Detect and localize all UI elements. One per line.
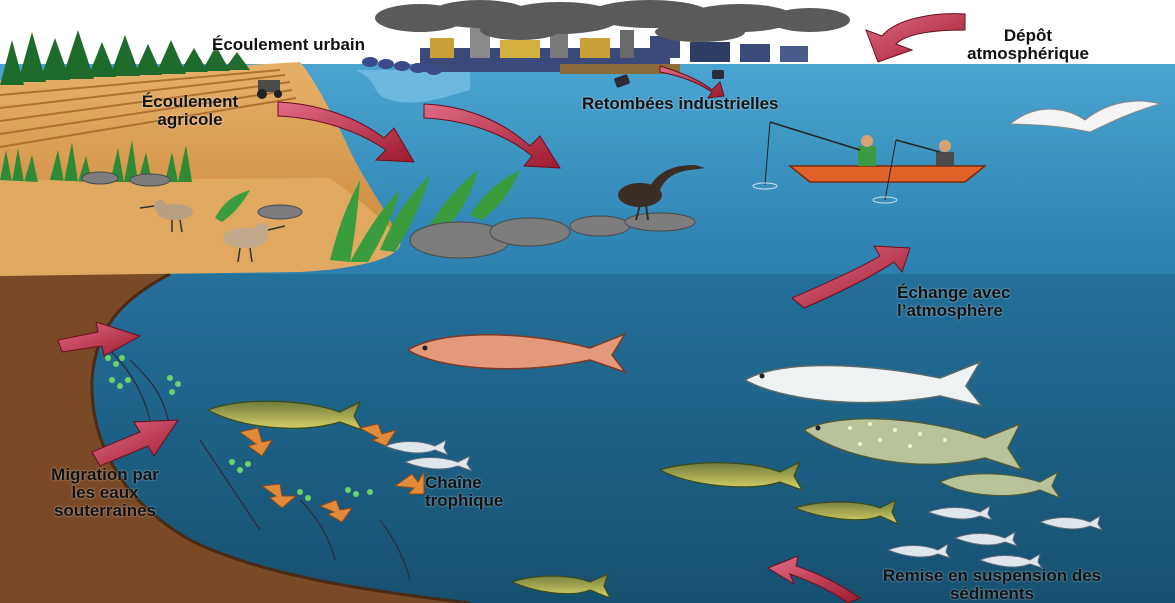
label-agricultural-runoff-text: Écoulement agricole — [135, 93, 245, 129]
label-agricultural-runoff: Écoulement agricole — [110, 93, 270, 129]
label-food-chain-text: Chaîne trophique — [425, 474, 505, 510]
label-groundwater-migration-text: Migration par les eaux souterraines — [40, 466, 170, 520]
smoke-plume — [375, 0, 850, 42]
label-atmosphere-exchange-text: Échange avec l’atmosphère — [897, 284, 1022, 320]
label-industrial-fallout: Retombées industrielles — [582, 95, 779, 113]
label-atmosphere-exchange: Échange avec l’atmosphère — [897, 284, 1037, 320]
label-sediment-resuspension: Remise en suspension des sédiments — [842, 567, 1142, 603]
label-sediment-resuspension-text: Remise en suspension des sédiments — [872, 567, 1112, 603]
label-atmospheric-deposition-text: Dépôt atmosphérique — [948, 27, 1108, 63]
label-groundwater-migration: Migration par les eaux souterraines — [30, 466, 180, 520]
label-atmospheric-deposition: Dépôt atmosphérique — [928, 27, 1128, 63]
label-food-chain: Chaîne trophique — [425, 474, 535, 510]
label-urban-runoff: Écoulement urbain — [212, 36, 365, 54]
